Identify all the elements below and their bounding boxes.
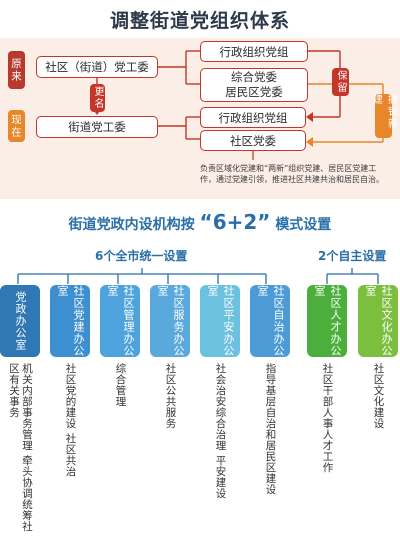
department-name: 社区服务办公室 — [150, 285, 190, 357]
rename-pill: 更名 — [90, 84, 105, 112]
section-title: 街道党政内设机构按 “6+2” 模式设置 — [0, 210, 400, 234]
department-duty-text: 社区党的建设 社区共治 — [64, 363, 77, 477]
department-duty: 指导基层自治和居民区建设 — [250, 363, 290, 537]
section-title-suffix: 模式设置 — [275, 217, 332, 233]
after-working-committee-box: 街道党工委 — [36, 116, 158, 138]
department-column: 社区党建办公室社区党的建设 社区共治 — [50, 285, 90, 537]
revoke-pill: 撤销新建 — [371, 94, 397, 138]
department-name-text: 党政办公室 — [14, 291, 27, 351]
department-duty: 社会治安综合治理 平安建设 — [200, 363, 240, 537]
group-brackets — [17, 268, 379, 284]
department-name-text: 社区人才办公室 — [313, 285, 342, 357]
department-column: 社区文化办公室社区文化建设 — [358, 285, 398, 537]
department-duty-text: 指导基层自治和居民区建设 — [264, 363, 277, 495]
after-admin-party-group-box: 行政组织党组 — [200, 107, 306, 128]
department-name-text: 社区服务办公室 — [156, 285, 185, 357]
department-duty-text: 社区文化建设 — [372, 363, 385, 429]
residential-committee-label: 居民区党委 — [225, 85, 283, 99]
department-name: 党政办公室 — [0, 285, 40, 357]
unified-group-label: 6个全市统一设置 — [95, 249, 188, 263]
department-column: 社区自治办公室指导基层自治和居民区建设 — [250, 285, 290, 537]
department-name-text: 社区自治办公室 — [256, 285, 285, 357]
section-title-prefix: 街道党政内设机构按 — [68, 217, 195, 233]
department-name-text: 社区管理办公室 — [106, 285, 135, 357]
department-duty-text: 机关内部事务管理 牵头协调统筹社区有关事务 — [8, 363, 33, 532]
department-name: 社区党建办公室 — [50, 285, 90, 357]
committee-note: 负责区域化党建和“两新”组织党建、居民区党建工作，通过党建引领，推进社区共建共治… — [200, 164, 384, 184]
before-working-committee-box: 社区（街道）党工委 — [36, 56, 158, 78]
section-title-model: “6+2” — [199, 210, 271, 234]
department-name: 社区人才办公室 — [307, 285, 347, 357]
after-community-committee-box: 社区党委 — [200, 130, 306, 151]
structure-panel: 原来 社区（街道）党工委 行政组织党组 综合党委 居民区党委 更名 保留 现在 … — [0, 38, 400, 199]
page-title: 调整街道党组织体系 — [109, 10, 290, 32]
department-column: 社区人才办公室社区干部人事人才工作 — [307, 285, 347, 537]
department-name-text: 社区平安办公室 — [206, 285, 235, 357]
department-duty: 社区公共服务 — [150, 363, 190, 537]
department-name: 社区管理办公室 — [100, 285, 140, 357]
department-column: 社区服务办公室社区公共服务 — [150, 285, 190, 537]
department-name-text: 社区文化办公室 — [364, 285, 393, 357]
department-name-text: 社区党建办公室 — [56, 285, 85, 357]
department-duty: 机关内部事务管理 牵头协调统筹社区有关事务 — [0, 363, 40, 537]
before-admin-party-group-box: 行政组织党组 — [200, 41, 308, 62]
department-duty-text: 社区公共服务 — [164, 363, 177, 429]
department-name: 社区自治办公室 — [250, 285, 290, 357]
department-duty: 综合管理 — [100, 363, 140, 537]
department-duty: 社区干部人事人才工作 — [307, 363, 347, 537]
department-column: 社区平安办公室社会治安综合治理 平安建设 — [200, 285, 240, 537]
keep-pill: 保留 — [332, 68, 349, 96]
before-tab: 原来 — [8, 51, 25, 89]
before-party-committee-box: 综合党委 居民区党委 — [200, 68, 308, 102]
department-column: 党政办公室机关内部事务管理 牵头协调统筹社区有关事务 — [0, 285, 40, 537]
department-name: 社区平安办公室 — [200, 285, 240, 357]
department-duty-text: 社区干部人事人才工作 — [321, 363, 334, 473]
department-column: 社区管理办公室综合管理 — [100, 285, 140, 537]
department-duty-text: 综合管理 — [114, 363, 127, 407]
autonomous-group-label: 2个自主设置 — [318, 249, 387, 263]
department-name: 社区文化办公室 — [358, 285, 398, 357]
department-duty-text: 社会治安综合治理 平安建设 — [214, 363, 227, 499]
department-duty: 社区文化建设 — [358, 363, 398, 537]
after-tab: 现在 — [8, 110, 25, 142]
comprehensive-committee-label: 综合党委 — [231, 70, 277, 84]
department-duty: 社区党的建设 社区共治 — [50, 363, 90, 537]
